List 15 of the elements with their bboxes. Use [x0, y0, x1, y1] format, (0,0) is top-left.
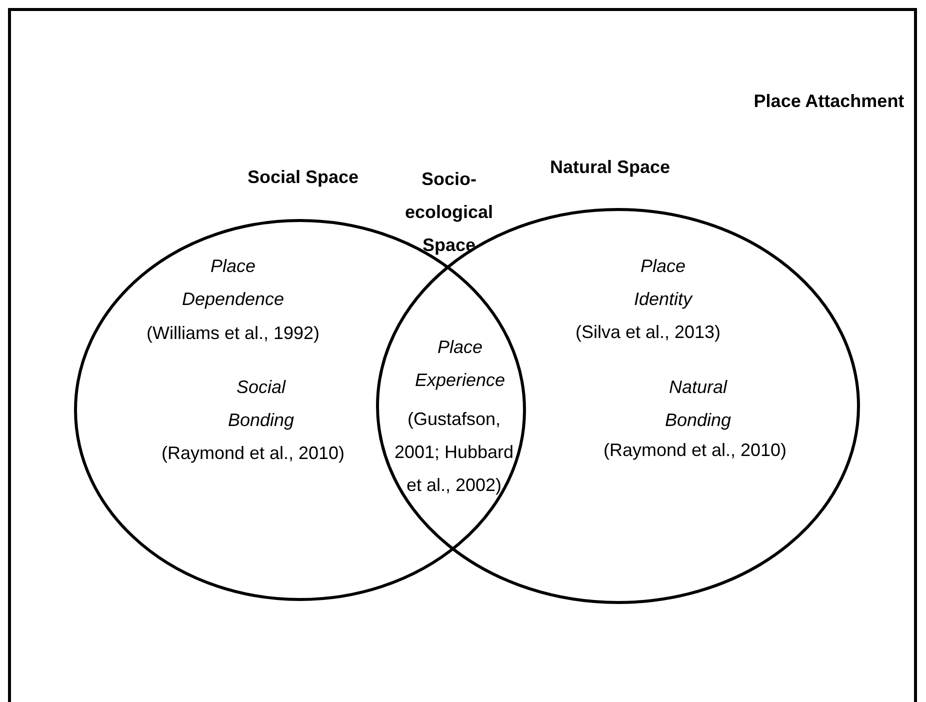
heading: Natural Space — [548, 156, 672, 179]
concept-label: Place Dependence — [180, 255, 286, 311]
frame-box — [8, 8, 917, 702]
concept-label: Place Identity — [632, 255, 694, 311]
concept-label: Natural Bonding — [664, 376, 732, 432]
citation: (Raymond et al., 2010) — [602, 439, 788, 462]
heading: Social Space — [246, 166, 360, 189]
concept-label: Social Bonding — [226, 376, 296, 432]
citation: (Gustafson, 2001; Hubbard et al., 2002) — [393, 408, 515, 497]
heading: Socio-ecological Space — [404, 168, 494, 257]
citation: (Silva et al., 2013) — [574, 321, 722, 344]
heading: Place Attachment — [752, 90, 906, 113]
citation: (Raymond et al., 2010) — [160, 442, 346, 465]
concept-label: Place Experience — [414, 336, 506, 392]
citation: (Williams et al., 1992) — [145, 322, 321, 345]
